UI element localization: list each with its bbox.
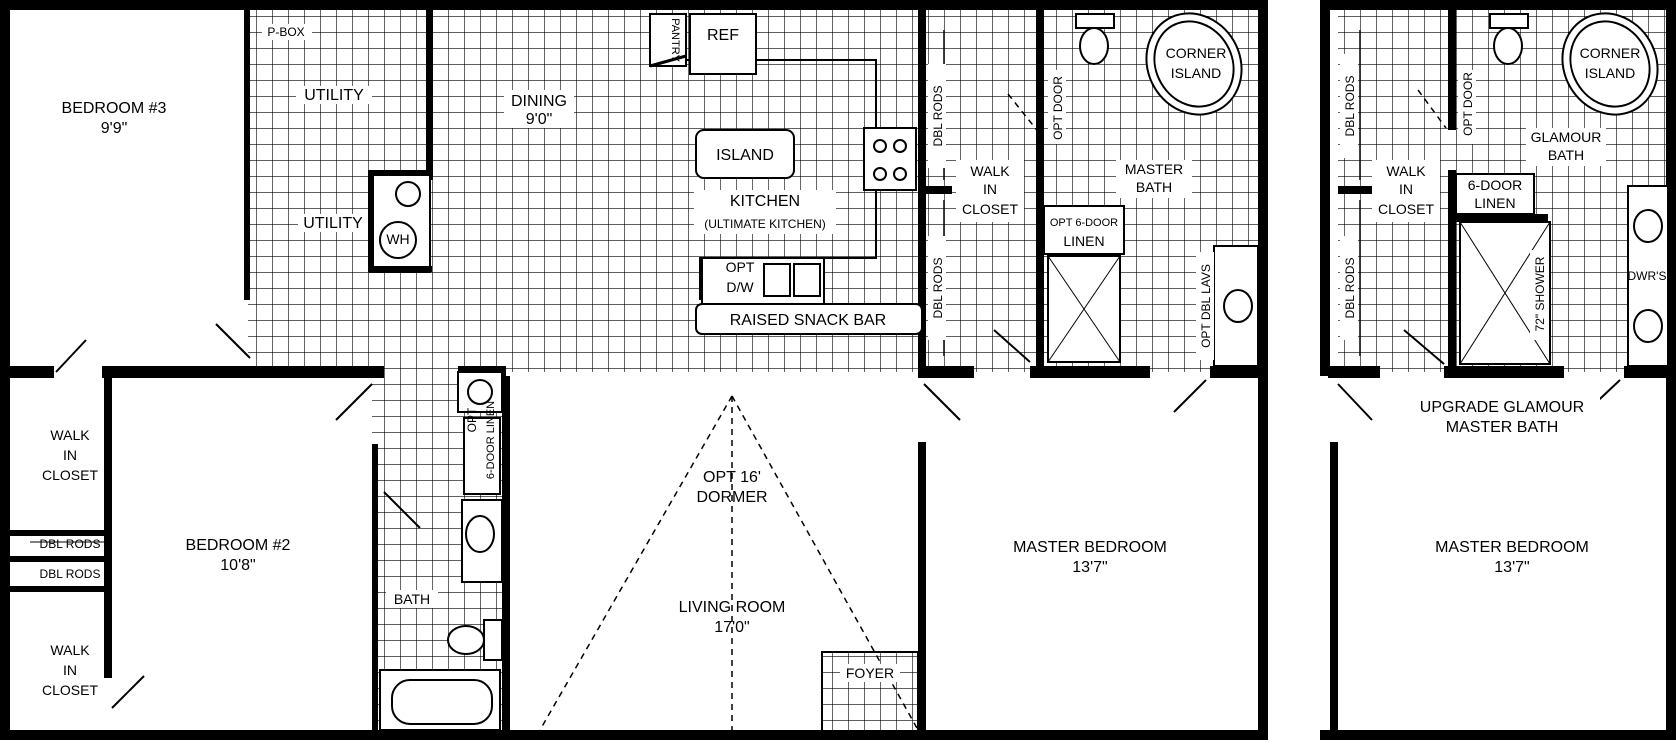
corner-island-1: CORNER: [1166, 45, 1227, 61]
kitchen-name: KITCHEN: [730, 193, 800, 210]
corner-island-2: ISLAND: [1171, 65, 1222, 81]
alt-opt-door: OPT DOOR: [1461, 72, 1475, 136]
bedroom3-size: 9'9": [101, 120, 128, 137]
dbl-rods-1: DBL RODS: [40, 537, 101, 551]
opt-dw-1: OPT: [726, 259, 755, 275]
kitchen-sub: (ULTIMATE KITCHEN): [704, 217, 826, 231]
kitchen-island: [695, 129, 795, 179]
utility-mid-label: UTILITY: [303, 215, 363, 232]
opt-linen-hall-2: 6-DOOR LINEN: [485, 401, 497, 479]
utility-top-label: UTILITY: [304, 87, 364, 104]
alt-caption-2: MASTER BATH: [1446, 419, 1559, 436]
alt-linen-2: LINEN: [1474, 195, 1515, 211]
refrigerator: [689, 13, 757, 75]
closet-top-3: CLOSET: [42, 467, 98, 483]
alt-walls: [1320, 0, 1676, 740]
bedroom2-name: BEDROOM #2: [186, 537, 291, 554]
dining-name: DINING: [511, 93, 567, 110]
master-bedroom-size: 13'7": [1072, 559, 1107, 576]
opt-dw-2: D/W: [726, 279, 754, 295]
water-heater: [379, 221, 417, 259]
main-walls: [0, 0, 1268, 740]
dbl-rods-v2: DBL RODS: [931, 258, 945, 319]
opt-linen-hall-1: OPT: [465, 407, 479, 432]
living-name: LIVING ROOM: [679, 599, 786, 616]
master-bath-2: BATH: [1136, 179, 1172, 195]
master-bedroom-name: MASTER BEDROOM: [1013, 539, 1167, 556]
wh-label: WH: [386, 231, 409, 247]
master-toilet: [1079, 27, 1109, 65]
walk-in-1: WALK: [970, 163, 1010, 179]
alt-glamour-1: GLAMOUR: [1531, 129, 1602, 145]
alt-linen-1: 6-DOOR: [1468, 177, 1522, 193]
opt-door-label: OPT DOOR: [1051, 76, 1065, 140]
alt-shower: 72" SHOWER: [1533, 256, 1547, 331]
alt-fixtures: [1337, 12, 1669, 421]
bedroom2-size: 10'8": [220, 557, 255, 574]
walk-in-3: CLOSET: [962, 201, 1018, 217]
closet-top-2: IN: [63, 447, 77, 463]
dormer-2: DORMER: [696, 489, 767, 506]
opt-dbl-lavs: OPT DBL LAVS: [1199, 264, 1213, 348]
closet-top-1: WALK: [50, 427, 90, 443]
range: [863, 127, 917, 191]
bath-label: BATH: [394, 591, 430, 607]
alt-corner-island-2: ISLAND: [1585, 65, 1636, 81]
fixtures: [30, 12, 1259, 733]
master-bath-1: MASTER: [1125, 161, 1183, 177]
walk-in-2: IN: [983, 181, 997, 197]
alt-dbl-rods-v1: DBL RODS: [1343, 76, 1357, 137]
bedroom3-name: BEDROOM #3: [62, 100, 167, 117]
alt-walk-in-3: CLOSET: [1378, 201, 1434, 217]
alt-caption-1: UPGRADE GLAMOUR: [1420, 399, 1584, 416]
opt-linen-master-1: OPT 6-DOOR: [1050, 217, 1118, 229]
closet-bottom-1: WALK: [50, 642, 90, 658]
bath-sink: [465, 515, 495, 553]
alt-master-bedroom-name: MASTER BEDROOM: [1435, 539, 1589, 556]
alt-glamour-2: BATH: [1548, 147, 1584, 163]
ref-label: REF: [707, 27, 739, 44]
snack-bar: [695, 303, 923, 335]
alt-master-bedroom-size: 13'7": [1494, 559, 1529, 576]
island-label: ISLAND: [716, 147, 774, 164]
foyer-label: FOYER: [846, 665, 894, 681]
pantry-label: PANTRY: [669, 18, 681, 62]
room-labels: BEDROOM #3 9'9" P-BOX UTILITY UTILITY WH…: [40, 18, 1227, 698]
snack-bar-label: RAISED SNACK BAR: [730, 312, 886, 329]
alt-walk-in-2: IN: [1399, 181, 1413, 197]
dining-size: 9'0": [526, 111, 553, 128]
dbl-rods-2: DBL RODS: [40, 567, 101, 581]
alt-labels: CORNER ISLAND OPT DOOR GLAMOUR BATH DBL …: [1340, 45, 1666, 576]
pbox-label: P-BOX: [267, 25, 304, 39]
alt-walk-in-1: WALK: [1386, 163, 1426, 179]
dormer-1: OPT 16': [703, 469, 761, 486]
dbl-rods-v1: DBL RODS: [931, 86, 945, 147]
bath-toilet: [447, 625, 485, 655]
alt-dwrs: DWR'S: [1628, 269, 1667, 283]
alt-dbl-rods-v2: DBL RODS: [1343, 258, 1357, 319]
alt-corner-island-1: CORNER: [1580, 45, 1641, 61]
closet-bottom-2: IN: [63, 662, 77, 678]
living-size: 17'0": [714, 619, 749, 636]
opt-linen-master-2: LINEN: [1063, 233, 1104, 249]
closet-bottom-3: CLOSET: [42, 682, 98, 698]
